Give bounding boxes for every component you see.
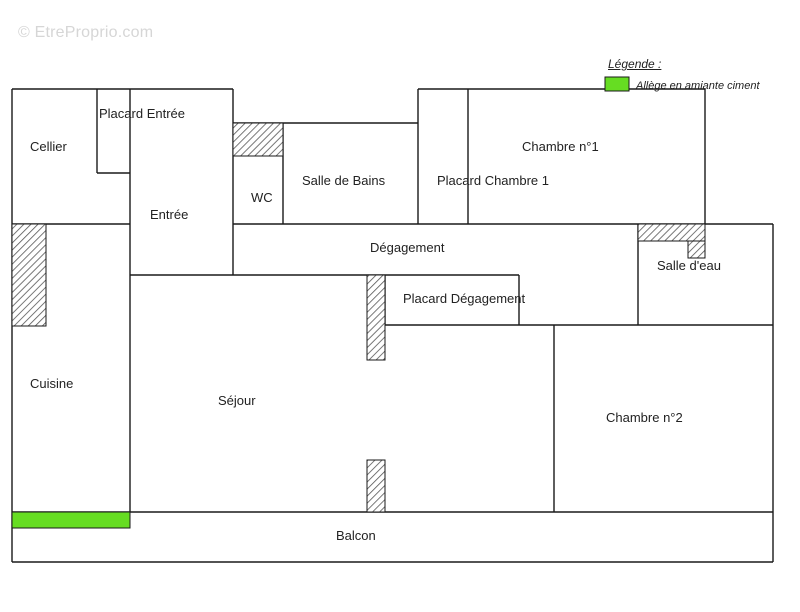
legend-title: Légende : bbox=[608, 57, 662, 71]
legend-item-label: Allège en amiante ciment bbox=[636, 80, 760, 92]
room-label-salle-deau: Salle d'eau bbox=[657, 258, 721, 273]
hatched-wall bbox=[232, 122, 284, 157]
room-label-cellier: Cellier bbox=[30, 139, 67, 154]
room-label-entree: Entrée bbox=[150, 207, 189, 222]
hatched-wall bbox=[366, 274, 386, 361]
room-label-sejour: Séjour bbox=[218, 393, 256, 408]
watermark: © EtreProprio.com bbox=[18, 24, 154, 41]
room-label-salle-de-bains: Salle de Bains bbox=[302, 173, 386, 188]
hatched-wall bbox=[637, 223, 706, 242]
room-label-cuisine: Cuisine bbox=[30, 376, 74, 391]
hatched-wall bbox=[366, 459, 386, 513]
hatched-wall bbox=[687, 240, 706, 259]
hatched-wall bbox=[11, 223, 47, 327]
legend-swatch bbox=[604, 76, 630, 92]
room-label-placard-chambre-1: Placard Chambre 1 bbox=[437, 173, 549, 188]
room-label-chambre-1: Chambre n°1 bbox=[522, 139, 599, 154]
room-label-chambre-2: Chambre n°2 bbox=[606, 410, 683, 425]
asbestos-cement-sill bbox=[11, 511, 131, 529]
room-label-wc: WC bbox=[251, 190, 273, 205]
room-label-placard-entree: Placard Entrée bbox=[99, 106, 185, 121]
room-label-placard-degagement: Placard Dégagement bbox=[403, 291, 526, 306]
room-label-degagement: Dégagement bbox=[370, 240, 445, 255]
room-label-balcon: Balcon bbox=[336, 528, 376, 543]
